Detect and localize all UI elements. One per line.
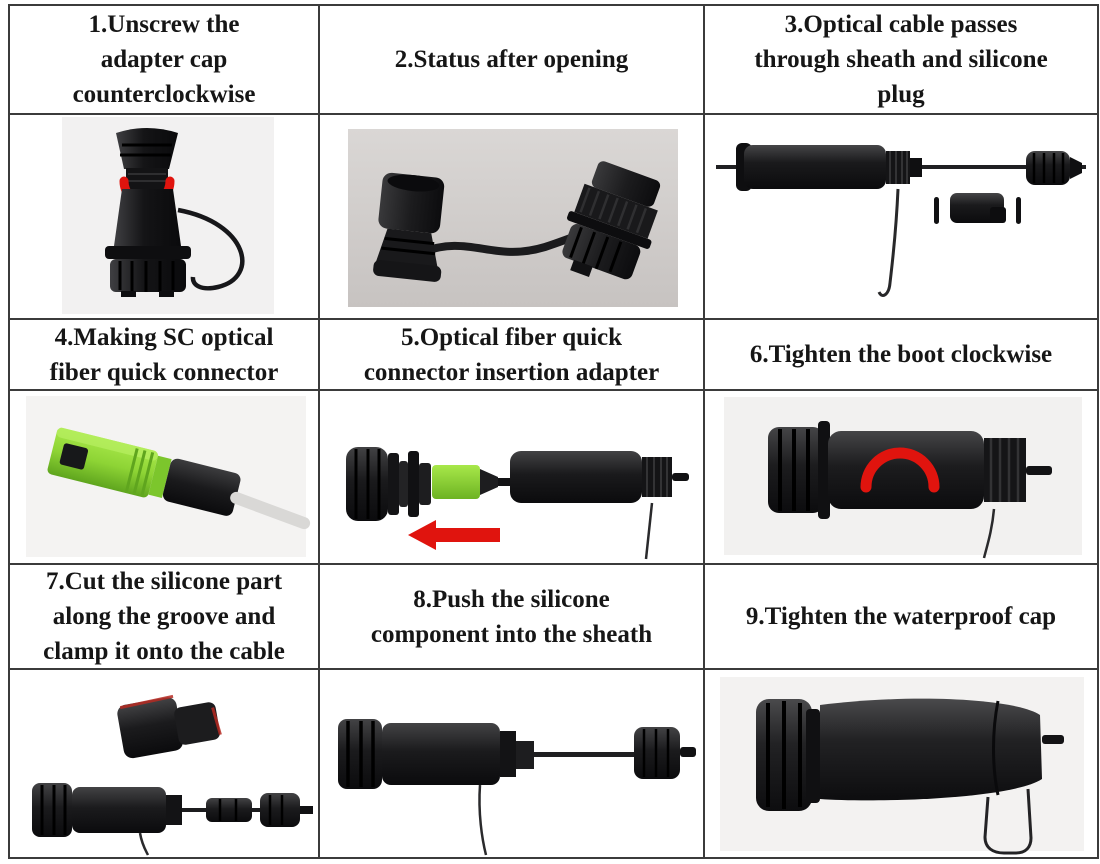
boot (768, 421, 830, 519)
step-8-title-cell: 8.Push the silicone component into the s… (320, 565, 705, 670)
step-3-image (705, 115, 1097, 320)
step-7-title: 7.Cut the silicone part along the groove… (43, 568, 285, 665)
cw-arrow-icon (860, 447, 940, 493)
step-2-title-cell: 2.Status after opening (320, 6, 705, 115)
step-1-title-cell: 1.Unscrew the adapter cap counterclockwi… (10, 6, 320, 115)
optical-cable (534, 752, 646, 757)
step-6-title-cell: 6.Tighten the boot clockwise (705, 320, 1097, 391)
step-4-title-cell: 4.Making SC optical fiber quick connecto… (10, 320, 320, 391)
opened-cap (373, 172, 445, 282)
connector-neck (126, 168, 168, 189)
sc-connector-green-body (47, 427, 172, 498)
step-7-image (10, 670, 320, 857)
instruction-table: 1.Unscrew the adapter cap counterclockwi… (8, 4, 1099, 859)
step-7-title-cell: 7.Cut the silicone part along the groove… (10, 565, 320, 670)
left-arrow-icon (408, 520, 500, 550)
tether-wire (644, 502, 654, 560)
threaded-end (984, 438, 1052, 502)
fiber-pin (1042, 735, 1064, 744)
wire-loop (983, 788, 1033, 855)
step-6-title: 6.Tighten the boot clockwise (749, 341, 1053, 368)
step-4-image (10, 391, 320, 565)
adapter (346, 447, 431, 521)
sheath-with-silicone (338, 719, 534, 789)
step-1-image (10, 115, 320, 320)
tether-wire (478, 784, 488, 856)
step-6-image (705, 391, 1097, 565)
step-3-title: 3.Optical cable passes through sheath an… (754, 11, 1048, 108)
opened-connector-body (562, 161, 661, 280)
silicone-plug (934, 193, 1021, 224)
step-5-title-cell: 5.Optical fiber quick connector insertio… (320, 320, 705, 391)
tether-cable (177, 207, 245, 291)
fiber-cable (230, 491, 311, 530)
boot (1026, 151, 1082, 185)
step-9-title-cell: 9.Tighten the waterproof cap (705, 565, 1097, 670)
connector-body (828, 431, 984, 509)
dust-cap (116, 128, 178, 169)
connector-boot (162, 458, 241, 516)
step-5-title: 5.Optical fiber quick connector insertio… (363, 323, 660, 386)
tether-wire (877, 188, 900, 297)
step-1-title: 1.Unscrew the adapter cap counterclockwi… (72, 11, 256, 108)
waterproof-cap (756, 699, 820, 811)
sheath (510, 451, 689, 503)
sheath (736, 143, 922, 191)
step-3-title-cell: 3.Optical cable passes through sheath an… (705, 6, 1097, 115)
step-8-image (320, 670, 705, 857)
step-2-image (320, 115, 705, 320)
step-9-image (705, 670, 1097, 857)
connector-body (820, 698, 1042, 801)
step-9-title: 9.Tighten the waterproof cap (745, 603, 1057, 630)
green-connector-end (432, 465, 512, 499)
tether-wire (982, 508, 996, 559)
connector-body (105, 189, 191, 297)
step-2-title: 2.Status after opening (394, 46, 629, 73)
step-5-image (320, 391, 705, 565)
assembly (32, 783, 313, 837)
silicone-part (117, 694, 222, 759)
step-8-title: 8.Push the silicone component into the s… (370, 585, 653, 648)
boot (634, 727, 696, 779)
step-4-title: 4.Making SC optical fiber quick connecto… (49, 323, 279, 386)
tether-wire (138, 832, 150, 856)
body-ring (992, 700, 1000, 796)
